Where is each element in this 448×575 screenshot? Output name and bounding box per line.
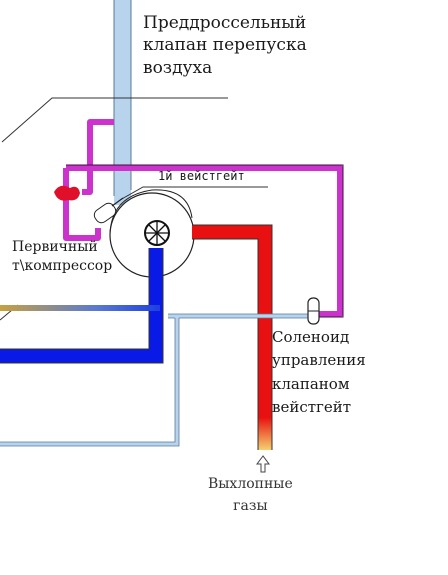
exhaust-pipe bbox=[192, 224, 273, 450]
primary-turbo-label: Первичный т\компрессор bbox=[12, 239, 113, 275]
cold-pipe bbox=[0, 248, 164, 364]
exhaust-arrow-icon bbox=[256, 455, 270, 473]
intake-pipe bbox=[113, 0, 132, 205]
boost-line-outline bbox=[66, 164, 344, 318]
intake-duct bbox=[0, 305, 160, 311]
wastegate-actuator bbox=[93, 197, 124, 224]
wastegate-label: 1й вейстгейт bbox=[158, 169, 245, 183]
boost-pressure-line bbox=[63, 119, 343, 317]
bypass-valve-label: Преддроссельный клапан перепуска воздуха bbox=[143, 13, 307, 78]
solenoid-label: Соленоид управления клапаном вейстгейт bbox=[272, 328, 366, 416]
signal-tube bbox=[0, 313, 310, 447]
bypass-valve-marker bbox=[54, 185, 80, 201]
compressor-wheel bbox=[144, 220, 170, 246]
wastegate-solenoid bbox=[307, 297, 320, 325]
exhaust-label: Выхлопные газы bbox=[208, 476, 293, 514]
